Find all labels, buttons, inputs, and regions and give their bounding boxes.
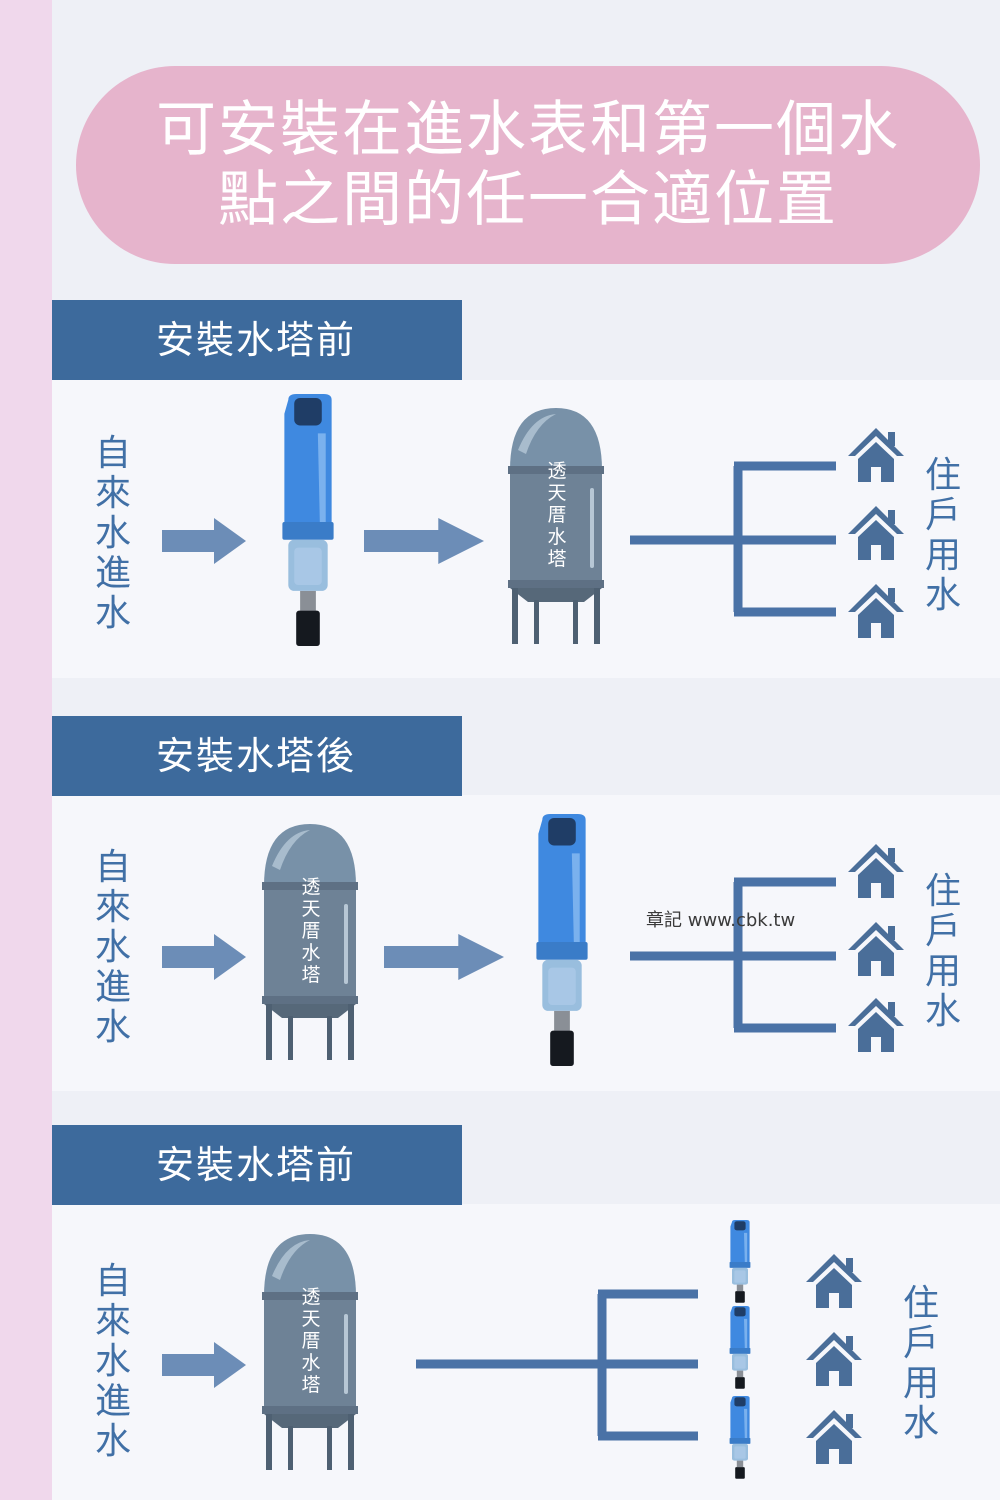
water-tower: 透天厝水塔	[260, 820, 360, 1060]
water-tower-label: 透天厝水塔	[301, 1286, 321, 1396]
section-1-heading: 安裝水塔前	[52, 300, 462, 380]
house-icon	[846, 426, 906, 484]
title-line-2: 點之間的任一合適位置	[218, 165, 838, 235]
house-icon	[804, 1408, 864, 1466]
arrow-right-icon	[384, 934, 504, 980]
whole-house-filter-icon	[278, 394, 338, 650]
house-icon	[846, 996, 906, 1054]
branch-pipe-icon	[416, 1289, 698, 1441]
section-2-source-label: 自來水進水	[94, 847, 131, 1048]
filter-icon	[728, 1396, 752, 1480]
section-3-destination-label: 住戶用水	[902, 1283, 939, 1444]
left-decorative-stripe	[0, 0, 52, 1500]
title-banner: 可安裝在進水表和第一個水 點之間的任一合適位置	[76, 66, 980, 264]
water-tower-label: 透天厝水塔	[301, 876, 321, 986]
water-tower: 透天厝水塔	[506, 404, 606, 644]
filter-icon	[728, 1220, 752, 1304]
arrow-right-icon	[364, 518, 484, 564]
watermark: 章記 www.cbk.tw	[646, 910, 796, 931]
section-1-destination-label: 住戶用水	[924, 455, 961, 616]
house-icon	[846, 582, 906, 640]
branch-pipe-icon	[630, 461, 836, 617]
section-3-source-label: 自來水進水	[94, 1261, 131, 1462]
whole-house-filter-icon	[532, 814, 592, 1070]
water-tower-label: 透天厝水塔	[547, 460, 567, 570]
section-2-destination-label: 住戶用水	[924, 871, 961, 1032]
section-3-heading: 安裝水塔前	[52, 1125, 462, 1205]
section-2-panel	[52, 795, 1000, 1091]
section-1-source-label: 自來水進水	[94, 433, 131, 634]
house-icon	[846, 920, 906, 978]
house-icon	[804, 1330, 864, 1388]
house-icon	[804, 1252, 864, 1310]
title-line-1: 可安裝在進水表和第一個水	[156, 95, 900, 165]
house-icon	[846, 842, 906, 900]
branch-pipe-icon	[630, 877, 836, 1033]
arrow-right-icon	[162, 518, 246, 564]
water-tower: 透天厝水塔	[260, 1230, 360, 1470]
section-2-heading: 安裝水塔後	[52, 716, 462, 796]
arrow-right-icon	[162, 934, 246, 980]
arrow-right-icon	[162, 1342, 246, 1388]
house-icon	[846, 504, 906, 562]
filter-icon	[728, 1306, 752, 1390]
